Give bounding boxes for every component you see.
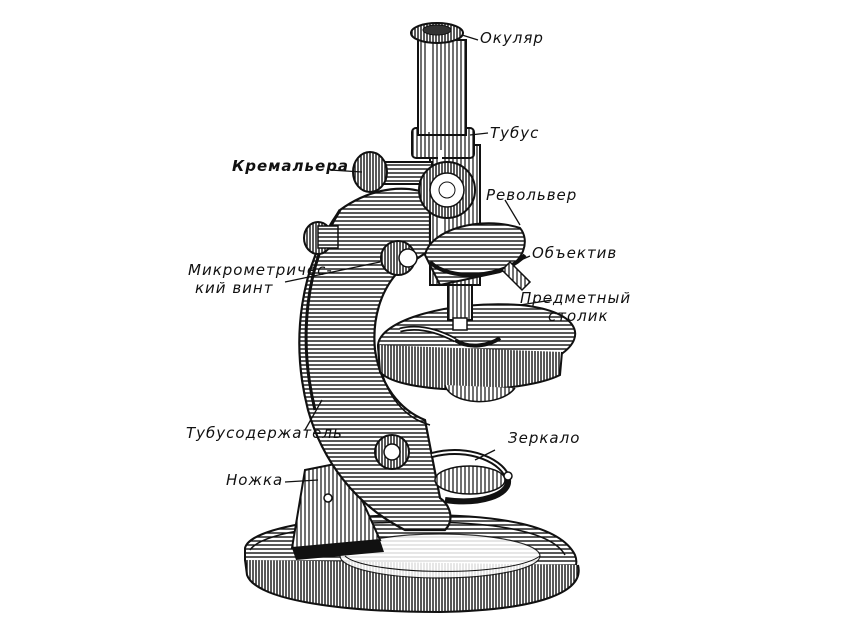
tube-holder-arm	[298, 187, 452, 532]
leader-lines	[284, 34, 553, 483]
leader-micro	[284, 261, 381, 283]
label-stage-line2: столик	[548, 307, 609, 325]
micrometer-screw	[303, 221, 418, 276]
label-revolver: Револьвер	[486, 186, 578, 204]
label-tube: Тубус	[490, 124, 540, 142]
leader-mirror	[474, 449, 496, 461]
leader-tube-holder	[304, 399, 323, 431]
leader-foot	[284, 479, 319, 483]
label-stage-line1: Предметный	[520, 289, 632, 307]
rack-focus-knob	[352, 151, 476, 219]
stage-table	[376, 303, 577, 403]
label-objective: Объектив	[532, 244, 618, 262]
label-foot: Ножка	[226, 471, 284, 489]
label-tube-holder: Тубусодержатель	[186, 424, 343, 442]
leader-tube	[469, 132, 489, 136]
label-rack: Кремальера	[232, 157, 350, 175]
eyepiece-drawing	[410, 22, 467, 136]
label-mirror: Зеркало	[508, 429, 581, 447]
leader-revolver	[504, 199, 521, 226]
label-eyepiece: Окуляр	[480, 29, 544, 47]
label-micrometer-screw-line2: кий винт	[195, 279, 274, 297]
leader-stage	[519, 299, 553, 306]
foot-pillar	[290, 460, 384, 560]
leader-eyepiece	[461, 34, 479, 41]
mirror	[431, 449, 513, 505]
revolver-drawing	[423, 222, 532, 331]
leader-rack	[329, 169, 363, 173]
leader-objective	[515, 255, 531, 263]
label-micrometer-screw-line1: Микрометричес-	[188, 261, 333, 279]
